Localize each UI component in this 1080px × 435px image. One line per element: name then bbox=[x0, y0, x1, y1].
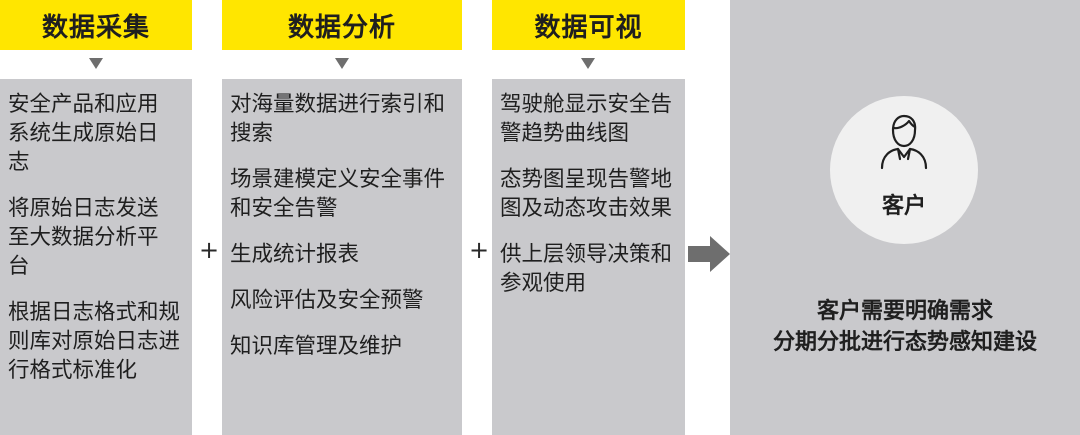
panel-data-visualization: 驾驶舱显示安全告警趋势曲线图 态势图呈现告警地图及动态攻击效果 供上层领导决策和… bbox=[492, 79, 685, 435]
triangle-down-icon bbox=[335, 58, 349, 69]
header-data-analysis: 数据分析 bbox=[222, 0, 462, 50]
requirement-line: 分期分批进行态势感知建设 bbox=[772, 330, 1037, 355]
list-item: 场景建模定义安全事件和安全告警 bbox=[230, 167, 446, 221]
customer-label: 客户 bbox=[881, 194, 926, 219]
list-item: 生成统计报表 bbox=[230, 242, 360, 267]
list-item: 驾驶舱显示安全告警趋势曲线图 bbox=[500, 92, 673, 146]
list-item: 供上层领导决策和参观使用 bbox=[500, 242, 673, 296]
arrow-right-icon bbox=[688, 236, 730, 272]
plus-operator: + bbox=[469, 236, 490, 264]
header-data-collection: 数据采集 bbox=[0, 0, 192, 50]
person-icon bbox=[880, 114, 928, 170]
panel-data-analysis: 对海量数据进行索引和搜索 场景建模定义安全事件和安全告警 生成统计报表 风险评估… bbox=[222, 79, 462, 435]
triangle-down-icon bbox=[581, 58, 595, 69]
customer-panel: 客户 客户需要明确需求 分期分批进行态势感知建设 bbox=[730, 0, 1080, 435]
list-item: 知识库管理及维护 bbox=[230, 334, 403, 359]
plus-operator: + bbox=[199, 236, 220, 264]
list-item: 态势图呈现告警地图及动态攻击效果 bbox=[500, 167, 673, 221]
panel-data-collection: 安全产品和应用系统生成原始日志 将原始日志发送至大数据分析平台 根据日志格式和规… bbox=[0, 79, 192, 435]
list-item: 风险评估及安全预警 bbox=[230, 288, 424, 313]
triangle-down-icon bbox=[89, 58, 103, 69]
list-item: 对海量数据进行索引和搜索 bbox=[230, 92, 446, 146]
header-data-visualization: 数据可视 bbox=[492, 0, 685, 50]
list-item: 根据日志格式和规则库对原始日志进行格式标准化 bbox=[8, 300, 181, 383]
list-item: 安全产品和应用系统生成原始日志 bbox=[8, 92, 159, 175]
list-item: 将原始日志发送至大数据分析平台 bbox=[8, 196, 159, 279]
customer-requirement: 客户需要明确需求 分期分批进行态势感知建设 bbox=[730, 296, 1080, 358]
requirement-line: 客户需要明确需求 bbox=[816, 299, 993, 324]
customer-badge: 客户 bbox=[830, 96, 978, 244]
